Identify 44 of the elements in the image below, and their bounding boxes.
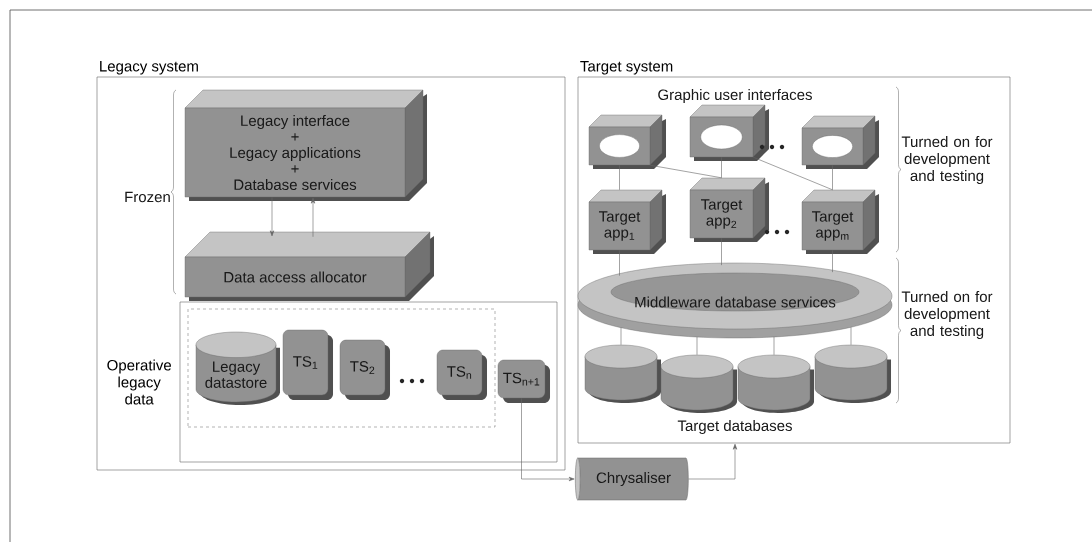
connector-line	[721, 237, 722, 266]
group-label: Graphic user interfaces	[658, 89, 812, 103]
screen-box	[588, 114, 666, 169]
node-label: Target system	[580, 61, 673, 75]
dashed-box	[187, 308, 496, 428]
screen-box	[801, 115, 879, 169]
arrow	[310, 197, 316, 238]
component-block: Target app$_{m}$	[801, 189, 879, 254]
connector-line	[649, 164, 722, 179]
data-block: TS$_{n+1}$	[497, 359, 550, 403]
connector-line	[619, 249, 620, 276]
datastore-cylinder	[660, 354, 737, 413]
component-block: Legacy interface + Legacy applications + Database services	[184, 89, 427, 201]
middleware-ring: Middleware database services	[577, 262, 893, 339]
data-block: TS$_{1}$	[282, 329, 333, 400]
datastore-cylinder	[584, 344, 661, 403]
connector-line	[832, 249, 833, 273]
screen-box	[689, 104, 769, 161]
connector-line	[752, 156, 833, 191]
data-block: TS$_{2}$	[339, 339, 390, 400]
group-label: Target databases	[677, 420, 792, 434]
connector-line	[721, 156, 722, 179]
bracket-label: Turned on for development and testing	[901, 136, 993, 184]
bracket-label: Frozen	[125, 191, 170, 203]
datastore-cylinder	[737, 354, 814, 413]
connector-line	[773, 336, 775, 356]
datastore-cylinder	[814, 344, 891, 403]
connector-line	[620, 327, 622, 346]
arrow	[688, 443, 738, 480]
arrow	[521, 397, 575, 482]
datastore-cylinder: Legacy datastore	[195, 331, 280, 405]
connector-line	[832, 164, 833, 191]
component-block: Target app$_{2}$	[689, 177, 769, 242]
node-label: Legacy system	[100, 61, 198, 75]
connector-line	[696, 336, 698, 356]
bracket-label: Turned on for development and testing	[901, 291, 993, 339]
connector-line	[850, 326, 852, 346]
component-block: Data access allocator	[184, 231, 434, 301]
arrow	[269, 196, 275, 237]
converter-cylinder: Chrysaliser	[575, 457, 689, 501]
connector-line	[619, 164, 620, 191]
component-block: Target app$_{1}$	[588, 189, 666, 254]
node-label: Operative legacy data	[107, 359, 172, 405]
data-block: TS$_{n}$	[436, 349, 487, 400]
